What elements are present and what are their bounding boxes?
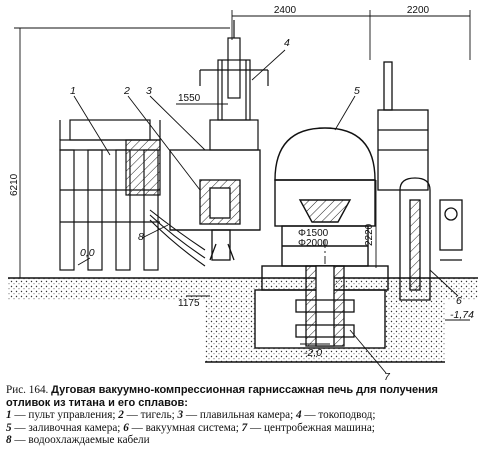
legend-text-2: тигель; bbox=[140, 409, 175, 422]
legend-num-6: 6 bbox=[123, 421, 129, 434]
legend-text-6: вакуумная система; bbox=[145, 421, 239, 434]
legend-text-5: заливочная камера; bbox=[28, 421, 121, 434]
part-number-6: 6 bbox=[456, 295, 462, 307]
legend-text-7: центробежная машина; bbox=[264, 421, 375, 434]
dim-2220: 2220 bbox=[364, 223, 375, 246]
control-desk bbox=[59, 119, 161, 271]
ground bbox=[8, 277, 478, 363]
dim-2400: 2400 bbox=[274, 5, 297, 16]
part-number-5: 5 bbox=[354, 85, 360, 97]
legend-num-3: 3 bbox=[177, 409, 184, 422]
leader-lines bbox=[73, 49, 459, 374]
legend-line-2: 5 — заливочная камера; 6 — вакуумная сис… bbox=[6, 421, 375, 434]
legend-num-4: 4 bbox=[296, 409, 302, 422]
legend-text-3: плавильная камера; bbox=[199, 409, 294, 422]
part-number-7: 7 bbox=[384, 371, 391, 382]
dim-6210: 6210 bbox=[9, 173, 20, 196]
legend-num-8: 8 bbox=[6, 434, 12, 447]
level-minus-2: -2,0 bbox=[304, 347, 322, 359]
part-number-3: 3 bbox=[146, 85, 152, 97]
dim-1550: 1550 bbox=[178, 93, 201, 104]
part-number-8: 8 bbox=[138, 231, 144, 243]
dim-1175: 1175 bbox=[178, 298, 200, 309]
legend-line-3: 8 — водоохлаждаемые кабели bbox=[6, 434, 150, 447]
dimension-lines bbox=[14, 10, 471, 345]
water-cooled-cables bbox=[149, 209, 206, 267]
figure-caption: Рис. 164. Дуговая вакуумно-компрессионна… bbox=[6, 384, 480, 447]
part-number-1: 1 bbox=[70, 85, 76, 97]
level-zero: 0,0 bbox=[80, 247, 95, 259]
current-lead-tower bbox=[199, 20, 269, 151]
level-minus-1-74: -1,74 bbox=[450, 309, 474, 321]
caption-figure-ref: Рис. 164. bbox=[6, 384, 49, 396]
legend-num-1: 1 bbox=[6, 409, 12, 422]
part-number-2: 2 bbox=[123, 85, 130, 97]
furnace-diagram: 2400 2200 1550 6210 Φ1500 Φ2000 2220 117… bbox=[8, 5, 478, 382]
centrifugal-machine bbox=[295, 265, 355, 347]
legend-text-8: водоохлаждаемые кабели bbox=[28, 434, 150, 447]
legend-num-5: 5 bbox=[6, 421, 12, 434]
caption-heading: Рис. 164. Дуговая вакуумно-компрессионна… bbox=[6, 384, 480, 409]
caption-title: Дуговая вакуумно-компрессионная гарнисса… bbox=[6, 384, 438, 409]
part-number-4: 4 bbox=[284, 37, 290, 49]
dim-phi-2000: Φ2000 bbox=[298, 238, 329, 249]
dim-2200: 2200 bbox=[407, 5, 430, 16]
legend-line-1: 1 — пульт управления; 2 — тигель; 3 — пл… bbox=[6, 409, 376, 422]
vacuum-system bbox=[377, 61, 463, 301]
legend-num-2: 2 bbox=[118, 409, 124, 422]
legend-text-1: пульт управления; bbox=[28, 409, 116, 422]
legend-text-4: токоподвод; bbox=[318, 409, 376, 422]
legend-num-7: 7 bbox=[241, 421, 248, 434]
melting-chamber bbox=[169, 149, 261, 261]
dim-phi-1500: Φ1500 bbox=[298, 228, 329, 239]
